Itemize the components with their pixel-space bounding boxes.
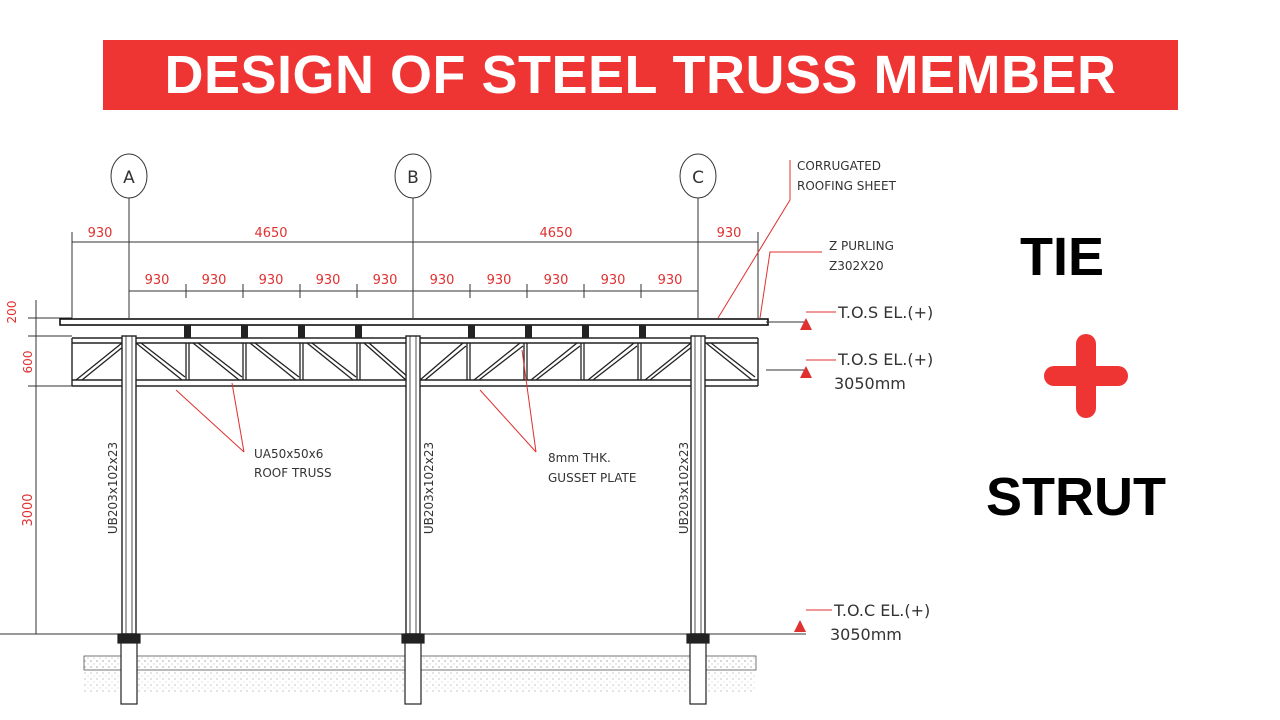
- grid-bubble-c: C: [679, 153, 717, 240]
- grid-label-c: C: [692, 168, 704, 188]
- plus-icon-bar-vertical: [1076, 334, 1096, 418]
- label-toc: T.O.C EL.(+): [833, 601, 930, 620]
- dim-panel: 930: [658, 273, 683, 288]
- dimension-column-left: [0, 300, 118, 635]
- column-label-c: UB203x102x23: [677, 442, 691, 534]
- title-banner: DESIGN OF STEEL TRUSS MEMBER: [103, 40, 1178, 110]
- footing-a: [117, 633, 141, 705]
- dim-height-200: 200: [5, 301, 19, 324]
- grid-label-a: A: [123, 168, 135, 188]
- label-roofing-line2: ROOFING SHEET: [797, 179, 897, 193]
- dim-span-bc: 4650: [539, 226, 572, 241]
- grid-bubble-a: A: [110, 153, 148, 240]
- dim-height-600: 600: [21, 351, 35, 374]
- elevation-markers: [794, 318, 812, 632]
- label-truss-line2: ROOF TRUSS: [254, 466, 332, 480]
- grid-label-b: B: [407, 168, 419, 188]
- panel-dimension-labels: 930 930 930 930 930 930 930 930 930 930: [145, 273, 683, 288]
- column-label-b: UB203x102x23: [422, 442, 436, 534]
- dim-span-ab: 4650: [254, 226, 287, 241]
- dim-panel: 930: [487, 273, 512, 288]
- label-tos-2: T.O.S EL.(+): [837, 350, 933, 369]
- dim-panel: 930: [316, 273, 341, 288]
- column-a: [121, 335, 137, 635]
- dim-panel: 930: [544, 273, 569, 288]
- label-gusset-line2: GUSSET PLATE: [548, 471, 636, 485]
- footing-b: [401, 633, 425, 705]
- purlins: [184, 325, 646, 338]
- dimension-row-panels: [128, 284, 699, 298]
- dim-height-3000: 3000: [21, 493, 36, 526]
- tie-label: TIE: [1020, 227, 1105, 287]
- truss-web-members: [75, 342, 756, 381]
- dim-panel: 930: [259, 273, 284, 288]
- leader-lines: [175, 160, 836, 635]
- footing-c: [686, 633, 710, 705]
- truss-drawing: A B C 930 4650 4650 930 930: [0, 153, 933, 705]
- grid-bubble-b: B: [394, 153, 432, 240]
- label-purlin-line2: Z302X20: [829, 259, 884, 273]
- dim-panel: 930: [601, 273, 626, 288]
- label-tos-2-value: 3050mm: [834, 374, 906, 393]
- column-c: [690, 335, 706, 635]
- label-roofing-line1: CORRUGATED: [797, 159, 881, 173]
- strut-label: STRUT: [986, 467, 1166, 527]
- dim-panel: 930: [202, 273, 227, 288]
- ground-slab: [0, 633, 760, 692]
- plus-icon: [1044, 334, 1128, 418]
- label-purlin-line1: Z PURLING: [829, 239, 894, 253]
- dim-overhang-left: 930: [88, 226, 113, 241]
- dimension-row-top: [71, 232, 759, 318]
- page-title: DESIGN OF STEEL TRUSS MEMBER: [164, 45, 1117, 105]
- dim-overhang-right: 930: [717, 226, 742, 241]
- column-b: [405, 335, 421, 635]
- roof-sheet: [59, 318, 769, 326]
- column-label-a: UB203x102x23: [106, 442, 120, 534]
- dim-panel: 930: [145, 273, 170, 288]
- dim-panel: 930: [430, 273, 455, 288]
- label-toc-value: 3050mm: [830, 625, 902, 644]
- label-truss-line1: UA50x50x6: [254, 447, 323, 461]
- label-tos-1: T.O.S EL.(+): [837, 303, 933, 322]
- label-gusset-line1: 8mm THK.: [548, 451, 611, 465]
- dim-panel: 930: [373, 273, 398, 288]
